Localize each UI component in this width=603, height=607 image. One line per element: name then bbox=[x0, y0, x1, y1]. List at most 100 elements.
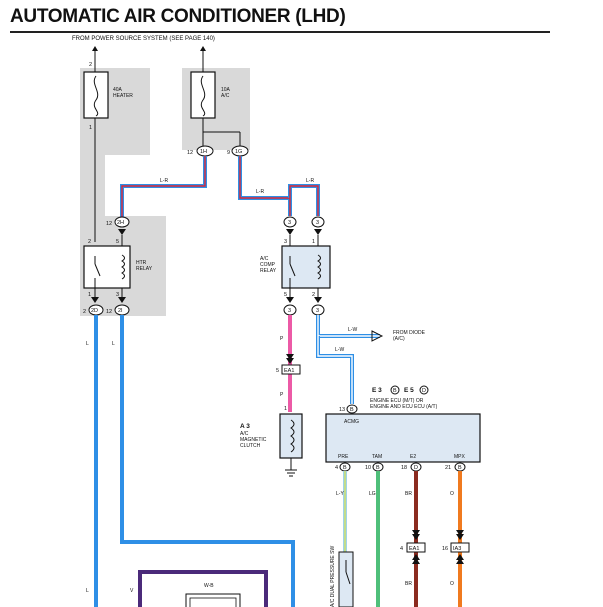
switch-contact bbox=[345, 571, 351, 585]
connector-code: B bbox=[350, 407, 354, 413]
arrow-head bbox=[200, 46, 206, 51]
ecu-badge-text: B bbox=[393, 388, 397, 394]
connector-ea1-b bbox=[406, 542, 426, 553]
fuse-heater-label: 40A bbox=[113, 87, 123, 93]
inner-box bbox=[185, 593, 241, 607]
wire-color-label: W-B bbox=[204, 583, 214, 589]
connector-3a bbox=[283, 216, 297, 228]
pin-label: 5 bbox=[284, 292, 287, 298]
wire-color-label: L-W bbox=[335, 347, 344, 353]
wire-color-label: L bbox=[86, 588, 89, 594]
engine-ecu bbox=[325, 413, 481, 463]
pin-label: 21 bbox=[445, 465, 451, 471]
wire-color-label: L-R bbox=[306, 178, 314, 184]
arrow-head bbox=[412, 534, 420, 540]
connector-code: EA1 bbox=[409, 546, 419, 552]
wire-lr-1-stripe bbox=[121, 156, 206, 218]
wire-l-mid bbox=[120, 315, 295, 607]
connector-code: 3 bbox=[288, 220, 291, 226]
arrow-head bbox=[314, 297, 322, 303]
connector-code: 1G bbox=[235, 149, 242, 155]
ecu-id: E 3 bbox=[372, 387, 382, 394]
pin-label: 16 bbox=[442, 546, 448, 552]
fuse-ac-icon bbox=[200, 75, 206, 117]
connector-ia3 bbox=[450, 542, 470, 553]
wire-color-label: L-R bbox=[256, 189, 264, 195]
pin-label: 1 bbox=[89, 125, 92, 131]
ecu-label: ENGINE ECU (M/T) OR bbox=[370, 398, 424, 404]
pin-label: 10 bbox=[365, 465, 371, 471]
pin-label: 4 bbox=[400, 546, 403, 552]
pin-label: 2 bbox=[89, 62, 92, 68]
arrow-head bbox=[456, 554, 464, 560]
pin-label: 4 bbox=[335, 465, 338, 471]
ac-relay-label: COMP bbox=[260, 262, 276, 268]
arrow-head bbox=[92, 46, 98, 51]
from-diode-label: FROM DIODE bbox=[393, 330, 426, 336]
arrow-head bbox=[286, 358, 294, 364]
connector-code: D bbox=[414, 465, 418, 471]
connector-code: B bbox=[343, 465, 347, 471]
ecu-pin-name: E2 bbox=[410, 454, 416, 460]
connector-code: EA1 bbox=[284, 368, 294, 374]
from-diode-arrow bbox=[371, 330, 384, 342]
wire-color-label: LG bbox=[369, 491, 376, 497]
arrow-head bbox=[118, 229, 126, 235]
ac-relay-label: A/C bbox=[260, 256, 269, 262]
ecu-label: ENGINE AND ECU ECU (A/T) bbox=[370, 404, 438, 410]
arrow-head bbox=[286, 354, 294, 360]
clutch-coil bbox=[290, 419, 295, 453]
wire-lr-3 bbox=[288, 184, 320, 216]
wire-lr-3-stripe bbox=[289, 185, 319, 216]
wire-lr-2-stripe bbox=[239, 156, 291, 216]
arrow-head bbox=[118, 297, 126, 303]
pin-label: 2 bbox=[83, 309, 86, 315]
arrow-head bbox=[456, 558, 464, 564]
arrow-head bbox=[286, 229, 294, 235]
connector-code: 3 bbox=[288, 308, 291, 314]
wire-color-label: L-Y bbox=[336, 491, 344, 497]
ac-relay-label: RELAY bbox=[260, 268, 277, 274]
from-diode-label: (A/C) bbox=[393, 336, 405, 342]
ecu-pin-name: PRE bbox=[338, 454, 349, 460]
wire-color-label: BR bbox=[405, 581, 412, 587]
arrow-head bbox=[412, 530, 420, 536]
pin-label: 2 bbox=[88, 239, 91, 245]
arrow-head bbox=[456, 534, 464, 540]
wire-color-label: V bbox=[130, 588, 134, 594]
relay-coil bbox=[121, 254, 125, 280]
fuse-ac bbox=[190, 71, 216, 119]
pin-label: 12 bbox=[106, 309, 112, 315]
htr-relay-label: HTR bbox=[136, 260, 147, 266]
clutch-label: A/C bbox=[240, 431, 249, 437]
title-rule bbox=[10, 31, 550, 33]
ecu-id: E 5 bbox=[404, 387, 414, 394]
inner-box-2 bbox=[189, 597, 237, 607]
pin-label: 3 bbox=[284, 239, 287, 245]
wire-color-label: L bbox=[86, 341, 89, 347]
pin-label: 1 bbox=[88, 292, 91, 298]
fuse-heater bbox=[83, 71, 109, 119]
fuse-ac-label: A/C bbox=[221, 93, 230, 99]
wire-lw-2-stripe bbox=[317, 336, 353, 404]
arrow-head bbox=[412, 554, 420, 560]
wire-color-label: BR bbox=[405, 491, 412, 497]
pin-label: 18 bbox=[401, 465, 407, 471]
pin-label: 12 bbox=[187, 150, 193, 156]
connector-code: B bbox=[376, 465, 380, 471]
clutch-label: MAGNETIC bbox=[240, 437, 267, 443]
connector-code: 3 bbox=[316, 308, 319, 314]
connector-code: B bbox=[458, 465, 462, 471]
ecu-pin-name: ACMG bbox=[344, 419, 359, 425]
wire-color-label: O bbox=[450, 491, 454, 497]
pin-label: 12 bbox=[106, 221, 112, 227]
wire-color-label: P bbox=[280, 336, 284, 342]
pin-label: 5 bbox=[276, 368, 279, 374]
clutch-label: CLUTCH bbox=[240, 443, 261, 449]
pin-label: 1 bbox=[284, 406, 287, 412]
ac-comp-relay bbox=[281, 245, 331, 289]
connector-code: 2D bbox=[91, 308, 98, 314]
pin-label: 5 bbox=[116, 239, 119, 245]
clutch-id: A 3 bbox=[240, 423, 250, 430]
